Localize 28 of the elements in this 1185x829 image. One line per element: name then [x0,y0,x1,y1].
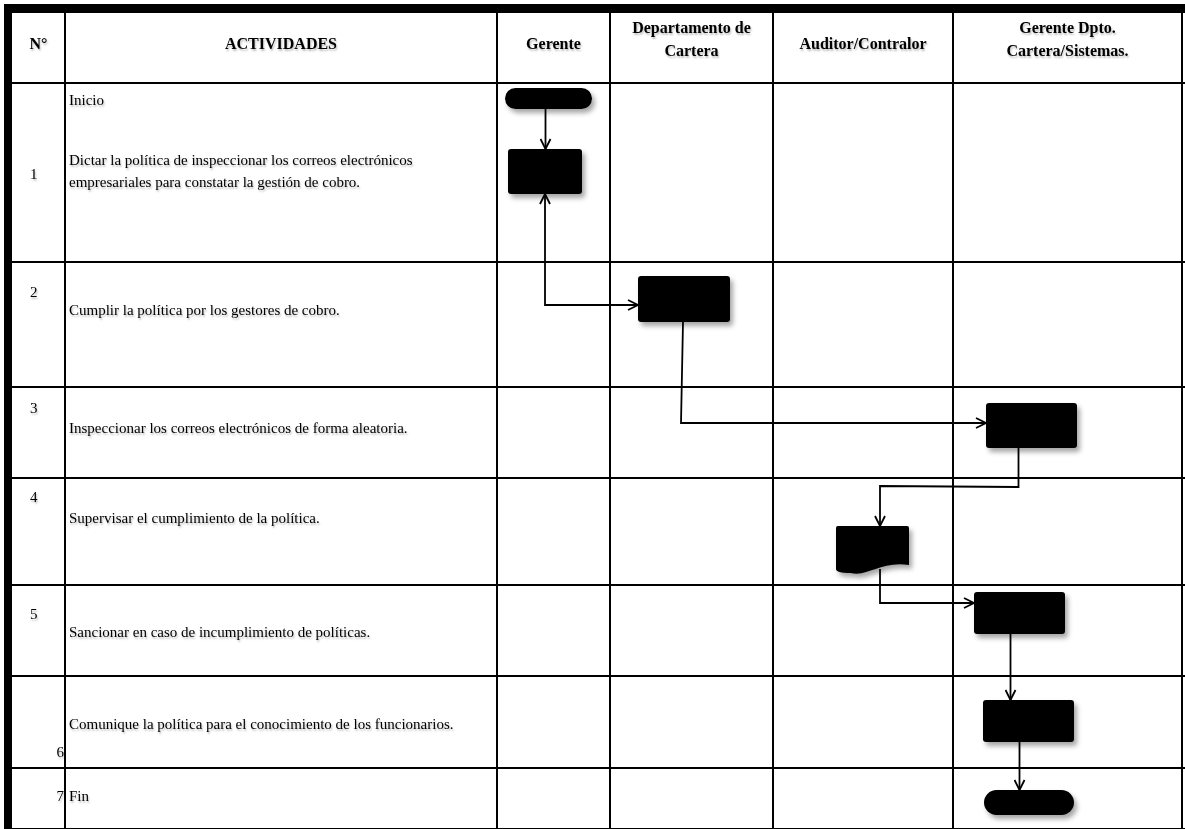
column-header: Auditor/Contralor [798,34,928,54]
column-header: ACTIVIDADES [224,34,338,54]
activity-text: Supervisar el cumplimiento de la política. [69,509,321,528]
column-header: Gerente [525,34,582,54]
row-number: 1 [30,165,39,184]
activity-text: Sancionar en caso de incumplimiento de políticas. [69,623,372,642]
activity-text: Inicio [69,91,105,110]
row-number: 3 [30,399,39,418]
arrow [539,193,639,311]
column-header: N° [28,34,49,54]
arrow [539,108,552,150]
activity-text: Fin [69,787,90,806]
arrow [1013,741,1026,791]
row-number: 7 [55,787,64,806]
row-number: 5 [30,605,39,624]
row-number: 2 [30,283,39,302]
arrow [874,447,1020,527]
activity-text: Comunique la política para el conocimiento de los funcionarios. [69,715,455,734]
arrow [1004,633,1017,701]
column-header: Departamento de Cartera [631,18,752,62]
activity-text: Dictar la política de inspeccionar los correos electrónicos empresariales para constatar la gestión de cobro. [69,151,414,192]
row-number: 6 [55,743,64,762]
column-header: Gerente Dpto. Cartera/Sistemas. [1005,18,1130,62]
arrow [879,568,975,609]
activity-text: Cumplir la política por los gestores de cobro. [69,301,341,320]
arrow [680,321,987,429]
row-number: 4 [30,488,39,507]
activity-text: Inspeccionar los correos electrónicos de forma aleatoria. [69,419,409,438]
